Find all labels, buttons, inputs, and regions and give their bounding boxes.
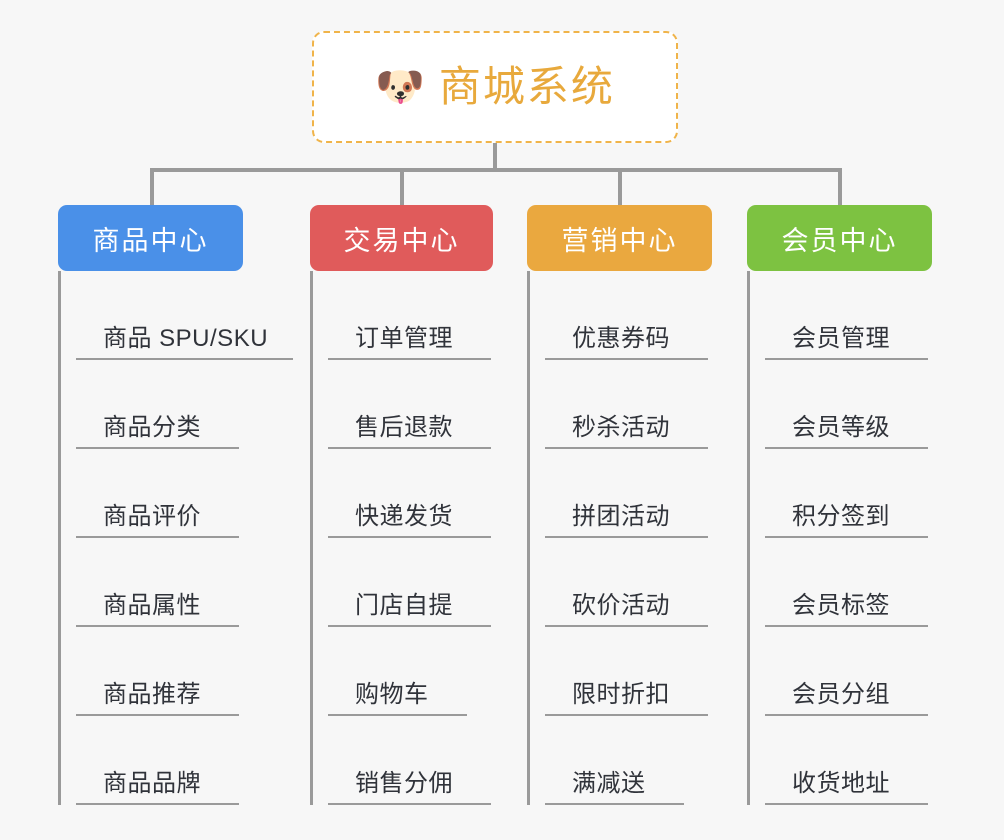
leaf-item[interactable]: 拼团活动 [545, 449, 708, 538]
leaf-item[interactable]: 购物车 [328, 627, 467, 716]
leaf-item-label: 秒杀活动 [572, 414, 670, 441]
leaf-item-label: 拼团活动 [572, 503, 670, 530]
leaf-item[interactable]: 售后退款 [328, 360, 491, 449]
leaf-item[interactable]: 会员标签 [765, 538, 928, 627]
branch-header-marketing-center[interactable]: 营销中心 [527, 205, 712, 271]
leaf-item[interactable]: 商品评价 [76, 449, 239, 538]
leaf-item-label: 砍价活动 [572, 592, 670, 619]
leaf-item-label: 会员标签 [792, 592, 890, 619]
leaf-item[interactable]: 商品 SPU/SKU [76, 271, 293, 360]
branch-header-trade-center[interactable]: 交易中心 [310, 205, 493, 271]
leaf-item-label: 商品推荐 [103, 681, 201, 708]
leaf-item[interactable]: 收货地址 [765, 716, 928, 805]
leaf-list-member-center: 会员管理会员等级积分签到会员标签会员分组收货地址 [747, 271, 932, 805]
branch-column-product-center: 商品中心商品 SPU/SKU 商品分类商品评价商品属性商品推荐商品品牌 [58, 205, 293, 805]
leaf-item-label: 商品属性 [103, 592, 201, 619]
leaf-item[interactable]: 限时折扣 [545, 627, 708, 716]
leaf-item[interactable]: 会员等级 [765, 360, 928, 449]
leaf-item-label: 商品 SPU/SKU [103, 325, 269, 352]
leaf-item[interactable]: 快递发货 [328, 449, 491, 538]
leaf-item[interactable]: 砍价活动 [545, 538, 708, 627]
branch-header-member-center[interactable]: 会员中心 [747, 205, 932, 271]
branch-header-product-center[interactable]: 商品中心 [58, 205, 243, 271]
leaf-item[interactable]: 满减送 [545, 716, 684, 805]
leaf-item[interactable]: 门店自提 [328, 538, 491, 627]
leaf-item-label: 购物车 [355, 681, 429, 708]
leaf-item-label: 订单管理 [355, 325, 453, 352]
leaf-item[interactable]: 会员管理 [765, 271, 928, 360]
branch-column-member-center: 会员中心会员管理会员等级积分签到会员标签会员分组收货地址 [747, 205, 932, 805]
leaf-item-label: 门店自提 [355, 592, 453, 619]
connector-drop-product-center [150, 168, 154, 205]
branch-header-label: 会员中心 [781, 225, 898, 256]
leaf-item-label: 快递发货 [355, 503, 453, 530]
connector-horizontal-bus [150, 168, 840, 172]
leaf-item[interactable]: 商品品牌 [76, 716, 239, 805]
connector-drop-trade-center [400, 168, 404, 205]
root-title: 商城系统 [438, 63, 615, 110]
branch-column-trade-center: 交易中心订单管理售后退款快递发货门店自提购物车销售分佣 [310, 205, 493, 805]
branch-header-label: 营销中心 [561, 225, 678, 256]
leaf-item[interactable]: 优惠券码 [545, 271, 708, 360]
connector-root-stem [493, 143, 497, 170]
leaf-item[interactable]: 秒杀活动 [545, 360, 708, 449]
leaf-item-label: 商品评价 [103, 503, 201, 530]
leaf-item[interactable]: 会员分组 [765, 627, 928, 716]
leaf-item[interactable]: 销售分佣 [328, 716, 491, 805]
leaf-item-label: 满减送 [572, 770, 646, 797]
leaf-list-product-center: 商品 SPU/SKU 商品分类商品评价商品属性商品推荐商品品牌 [58, 271, 293, 805]
leaf-item-label: 优惠券码 [572, 325, 670, 352]
leaf-item-label: 销售分佣 [355, 770, 453, 797]
leaf-item[interactable]: 商品属性 [76, 538, 239, 627]
root-node-shop-system[interactable]: 🐶 商城系统 [312, 31, 678, 143]
leaf-item-label: 收货地址 [792, 770, 890, 797]
leaf-item-label: 会员管理 [792, 325, 890, 352]
leaf-item[interactable]: 商品推荐 [76, 627, 239, 716]
leaf-item-label: 会员分组 [792, 681, 890, 708]
leaf-item[interactable]: 积分签到 [765, 449, 928, 538]
leaf-list-trade-center: 订单管理售后退款快递发货门店自提购物车销售分佣 [310, 271, 493, 805]
leaf-item[interactable]: 商品分类 [76, 360, 239, 449]
leaf-item-label: 商品分类 [103, 414, 201, 441]
leaf-item-label: 售后退款 [355, 414, 453, 441]
branch-column-marketing-center: 营销中心优惠券码秒杀活动拼团活动砍价活动限时折扣满减送 [527, 205, 712, 805]
leaf-item-label: 会员等级 [792, 414, 890, 441]
branch-header-label: 商品中心 [92, 225, 209, 256]
leaf-item-label: 限时折扣 [572, 681, 670, 708]
branch-header-label: 交易中心 [343, 225, 460, 256]
leaf-list-marketing-center: 优惠券码秒杀活动拼团活动砍价活动限时折扣满减送 [527, 271, 712, 805]
connector-drop-member-center [838, 168, 842, 205]
leaf-item[interactable]: 订单管理 [328, 271, 491, 360]
leaf-item-label: 商品品牌 [103, 770, 201, 797]
shiba-dog-face-icon: 🐶 [375, 65, 425, 109]
leaf-item-label: 积分签到 [792, 503, 890, 530]
connector-drop-marketing-center [618, 168, 622, 205]
